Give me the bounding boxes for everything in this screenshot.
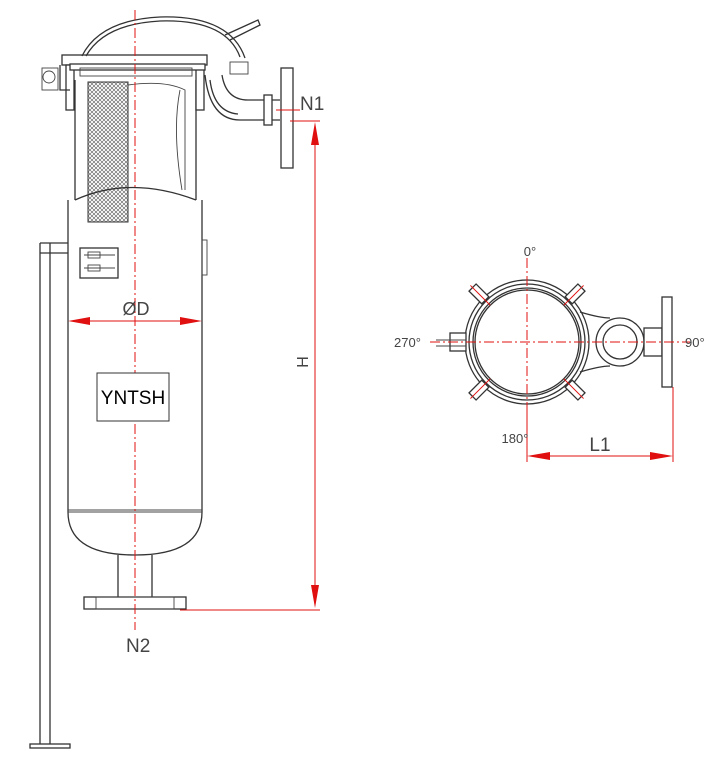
outlet-nozzle [83, 555, 187, 610]
l1-dimension: L1 [526, 387, 674, 462]
dome-lid [81, 16, 261, 59]
height-label: H [295, 356, 312, 368]
l1-label: L1 [589, 435, 610, 456]
height-dimension: H [180, 120, 320, 611]
angle-180-label: 180° [502, 431, 529, 446]
n2-label: N2 [126, 636, 150, 657]
n1-label: N1 [300, 94, 324, 115]
angle-90-label: 90° [685, 335, 705, 350]
diameter-label: ØD [123, 299, 150, 319]
support-leg [29, 242, 71, 749]
leg-bolts [79, 247, 119, 279]
top-view: L1 0° 90° 180° 270° [394, 244, 705, 462]
front-view: YNTSH ØD H N1 N2 [29, 10, 324, 749]
nameplate-text: YNTSH [101, 388, 165, 409]
nameplate: YNTSH [96, 372, 170, 422]
filter-basket [74, 80, 197, 223]
diameter-dimension: ØD [68, 299, 202, 325]
inlet-elbow [204, 67, 300, 169]
angle-270-label: 270° [394, 335, 421, 350]
angle-0-label: 0° [524, 244, 536, 259]
